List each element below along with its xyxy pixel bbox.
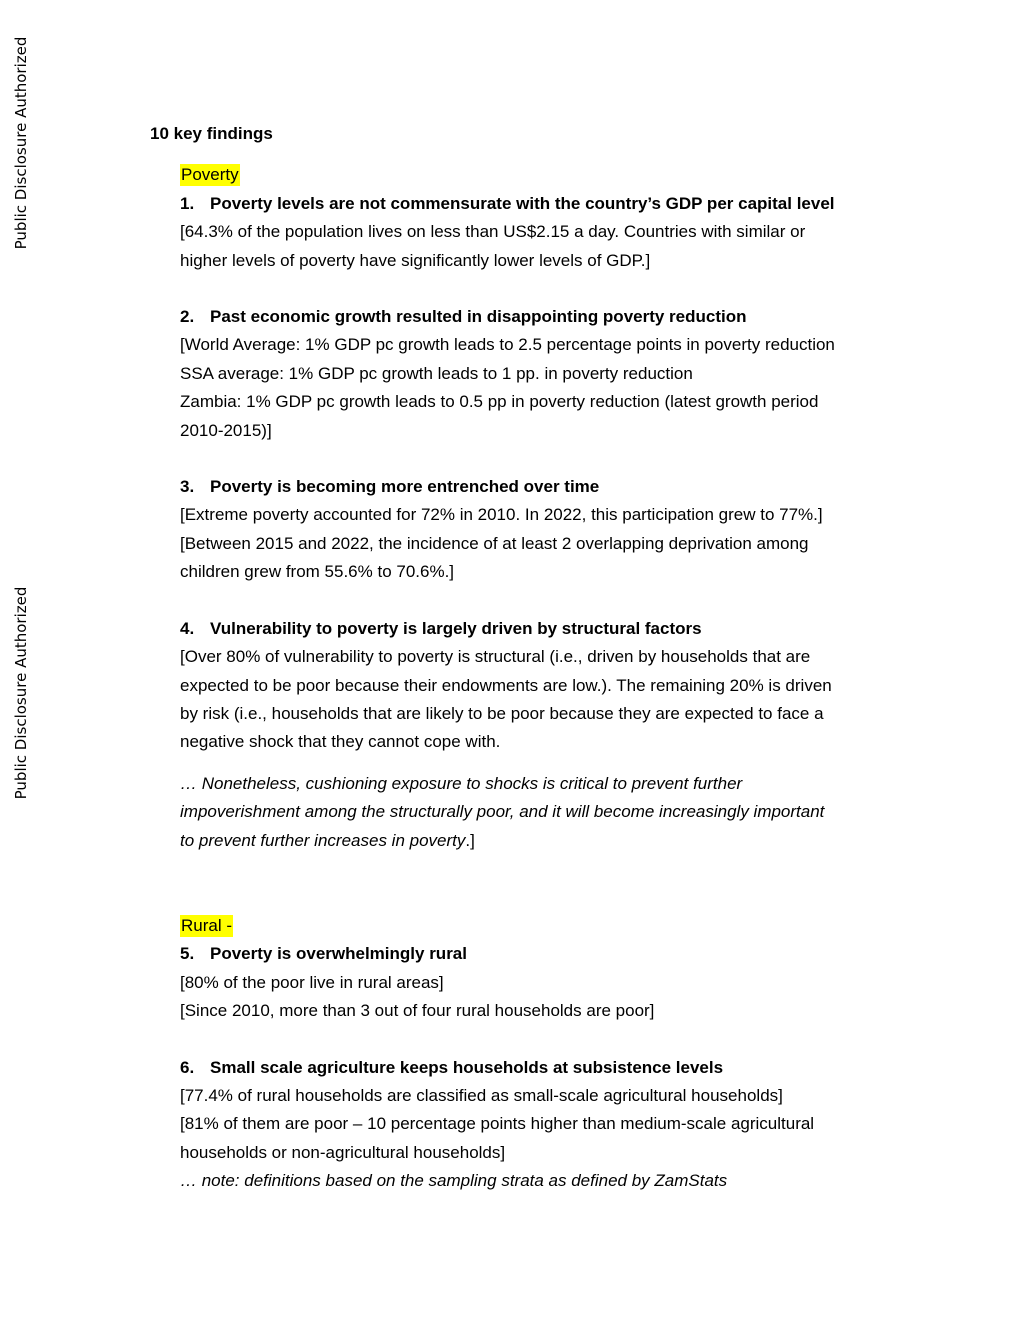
finding-3: 3. Poverty is becoming more entrenched ov… [180, 473, 910, 587]
finding-number: 1. [180, 193, 195, 213]
finding-text-line: expected to be poor because their endowm… [180, 675, 832, 695]
finding-number: 2. [180, 307, 195, 327]
finding-text-line: Zambia: 1% GDP pc growth leads to 0.5 pp… [180, 392, 819, 412]
finding-title: 4. Vulnerability to poverty is largely dr… [180, 615, 910, 643]
finding-text-line: negative shock that they cannot cope wit… [180, 732, 501, 752]
finding-text-line: by risk (i.e., households that are likel… [180, 703, 824, 723]
finding-title: 2. Past economic growth resulted in disap… [180, 303, 910, 331]
finding-title-text: Past economic growth resulted in disappo… [210, 307, 747, 327]
finding-title: 6. Small scale agriculture keeps househol… [180, 1054, 910, 1082]
italic-note-line: impoverishment among the structurally po… [180, 802, 825, 822]
italic-note-last-line: to prevent further increases in poverty.… [180, 827, 910, 855]
italic-note-line: … Nonetheless, cushioning exposure to sh… [180, 773, 743, 793]
finding-title-text: Poverty is overwhelmingly rural [210, 944, 467, 964]
document-title: 10 key findings [150, 124, 273, 143]
margin-label-middle: Public Disclosure Authorized [12, 586, 30, 800]
finding-2: 2. Past economic growth resulted in disap… [180, 303, 910, 445]
finding-number: 6. [180, 1057, 195, 1077]
finding-6: 6. Small scale agriculture keeps househol… [180, 1054, 910, 1196]
finding-text-line: [Between 2015 and 2022, the incidence of… [180, 533, 809, 553]
finding-number: 4. [180, 618, 195, 638]
section-rural: Rural - 5. Poverty is overwhelmingly rura… [180, 912, 910, 1196]
finding-text-line: higher levels of poverty have significan… [180, 250, 651, 270]
finding-text-line: [Since 2010, more than 3 out of four rur… [180, 1001, 655, 1021]
section-spacer [150, 883, 910, 912]
finding-text-line: [World Average: 1% GDP pc growth leads t… [180, 335, 835, 355]
italic-note-line: to prevent further increases in poverty [180, 830, 466, 850]
finding-5: 5. Poverty is overwhelmingly rural [80% o… [180, 940, 910, 1025]
finding-number: 3. [180, 477, 195, 497]
finding-title: 1. Poverty levels are not commensurate wi… [180, 190, 910, 218]
finding-4: 4. Vulnerability to poverty is largely dr… [180, 615, 910, 855]
finding-title-text: Poverty levels are not commensurate with… [210, 193, 835, 213]
finding-title-text: Poverty is becoming more entrenched over… [210, 477, 600, 497]
finding-text-line: [Extreme poverty accounted for 72% in 20… [180, 505, 823, 525]
section-heading: Rural - [180, 912, 910, 940]
finding-text-line: children grew from 55.6% to 70.6%.] [180, 562, 455, 582]
finding-1: 1. Poverty levels are not commensurate wi… [180, 190, 910, 275]
finding-title-text: Vulnerability to poverty is largely driv… [210, 618, 702, 638]
finding-text-line: [Over 80% of vulnerability to poverty is… [180, 647, 811, 667]
document-body: 10 key findings Poverty 1. Poverty levels… [150, 120, 910, 1224]
finding-title: 5. Poverty is overwhelmingly rural [180, 940, 910, 968]
section-heading: Poverty [180, 161, 910, 189]
finding-text-line: [81% of them are poor – 10 percentage po… [180, 1114, 815, 1134]
highlighted-heading: Rural - [180, 914, 234, 937]
finding-text-line: [64.3% of the population lives on less t… [180, 222, 806, 242]
section-poverty: Poverty 1. Poverty levels are not commens… [180, 161, 910, 855]
italic-note-line: … note: definitions based on the samplin… [180, 1171, 728, 1191]
finding-text-line: SSA average: 1% GDP pc growth leads to 1… [180, 363, 693, 383]
finding-number: 5. [180, 944, 195, 964]
finding-text-line: households or non-agricultural household… [180, 1142, 506, 1162]
finding-title-text: Small scale agriculture keeps households… [210, 1057, 724, 1077]
finding-title: 3. Poverty is becoming more entrenched ov… [180, 473, 910, 501]
margin-label-top: Public Disclosure Authorized [12, 36, 30, 250]
italic-note: … Nonetheless, cushioning exposure to sh… [180, 770, 910, 855]
finding-text-line: [77.4% of rural households are classifie… [180, 1085, 783, 1105]
highlighted-heading: Poverty [180, 164, 240, 187]
note-closing-bracket: .] [465, 830, 475, 850]
finding-text-line: 2010-2015)] [180, 420, 272, 440]
finding-text-line: [80% of the poor live in rural areas] [180, 972, 444, 992]
